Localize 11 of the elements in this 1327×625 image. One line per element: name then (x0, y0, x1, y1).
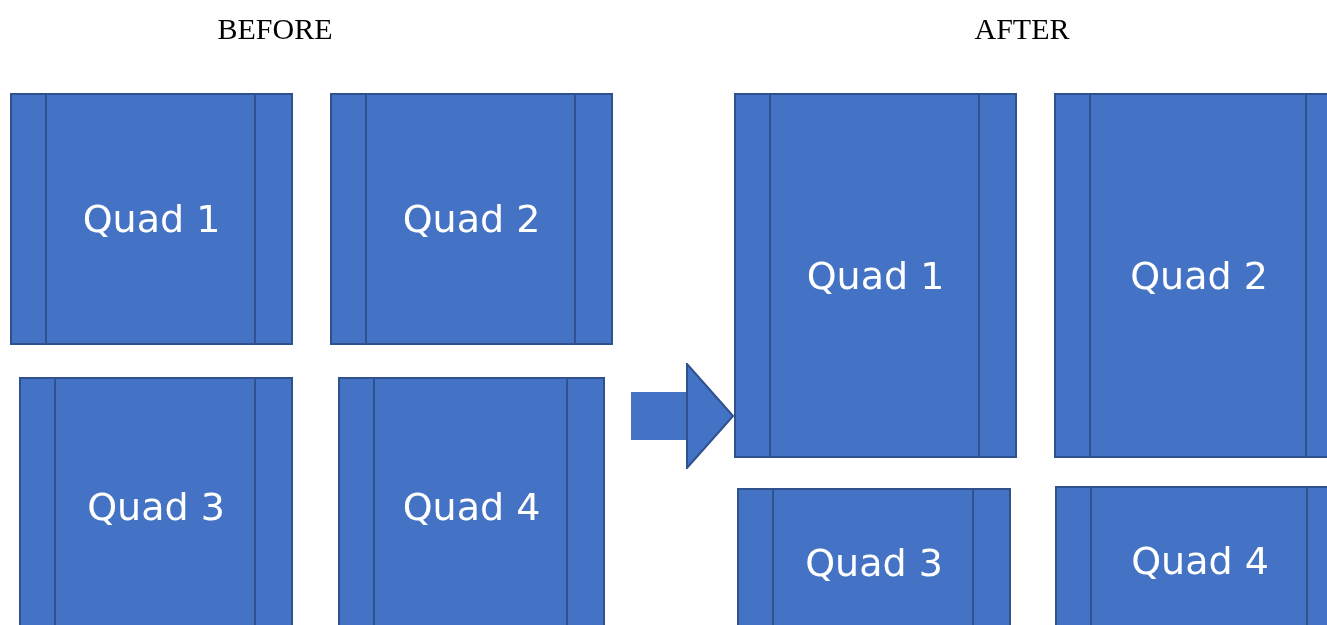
heading: AFTER (974, 12, 1070, 46)
process-box: Quad 3 (737, 488, 1011, 625)
process-box: Quad 4 (1055, 486, 1327, 625)
process-box: Quad 1 (10, 93, 293, 345)
process-box: Quad 2 (330, 93, 613, 345)
process-box: Quad 4 (338, 377, 605, 625)
process-box: Quad 3 (19, 377, 293, 625)
heading: BEFORE (217, 12, 333, 46)
block-arrow (631, 363, 734, 469)
process-box: Quad 2 (1054, 93, 1327, 458)
process-box: Quad 1 (734, 93, 1017, 458)
